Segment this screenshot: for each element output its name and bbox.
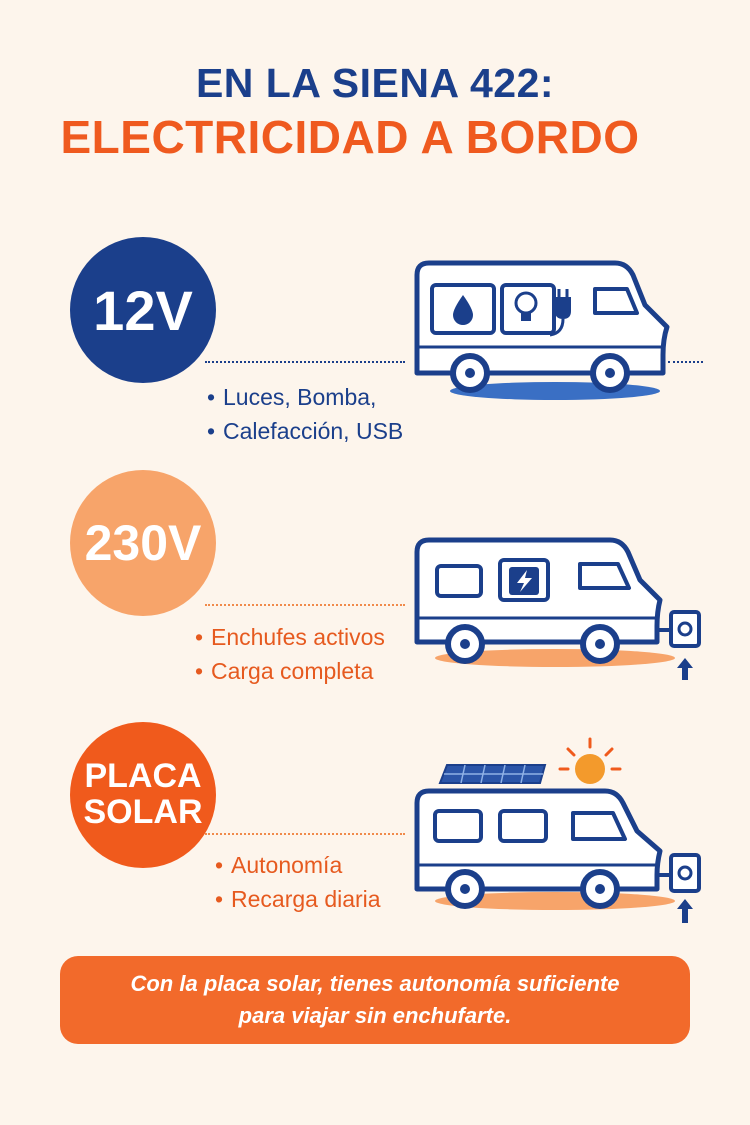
badge-12v: 12V bbox=[70, 237, 216, 383]
sun-icon bbox=[558, 737, 622, 784]
list-item: Recarga diaria bbox=[215, 882, 475, 916]
connector-line-12v bbox=[205, 361, 405, 363]
badge-230v: 230V bbox=[70, 470, 216, 616]
connector-line-solar bbox=[205, 833, 405, 835]
campervan-icon bbox=[414, 537, 701, 680]
list-item: Calefacción, USB bbox=[207, 414, 467, 448]
list-12v: Luces, Bomba, Calefacción, USB bbox=[207, 380, 467, 448]
connector-line-230v bbox=[205, 604, 405, 606]
list-item: Carga completa bbox=[195, 654, 455, 688]
solar-panel-icon bbox=[438, 764, 547, 784]
lightning-icon bbox=[509, 567, 539, 595]
footer-line-2: para viajar sin enchufarte. bbox=[238, 1003, 512, 1028]
list-item: Luces, Bomba, bbox=[207, 380, 467, 414]
arrow-up-icon bbox=[677, 899, 693, 923]
list-230v: Enchufes activos Carga completa bbox=[195, 620, 455, 688]
footer-banner: Con la placa solar, tienes autonomía suf… bbox=[60, 956, 690, 1044]
campervan-icon bbox=[414, 737, 701, 923]
campervan-icon bbox=[414, 260, 670, 400]
footer-line-1: Con la placa solar, tienes autonomía suf… bbox=[130, 971, 620, 996]
title-line-2: ELECTRICIDAD A BORDO bbox=[60, 111, 640, 163]
title-line-1: EN LA SIENA 422: bbox=[195, 60, 555, 106]
arrow-up-icon bbox=[677, 658, 693, 680]
list-item: Enchufes activos bbox=[195, 620, 455, 654]
power-outlet-icon bbox=[669, 610, 701, 648]
lightbulb-icon bbox=[514, 291, 538, 321]
power-outlet-icon bbox=[669, 853, 701, 893]
badge-line-2: SOLAR bbox=[83, 793, 203, 831]
badge-line-1: PLACA bbox=[84, 757, 202, 796]
plug-icon bbox=[549, 289, 571, 337]
badge-placa-solar: PLACA SOLAR bbox=[70, 722, 216, 868]
connector-line-12v-end bbox=[668, 361, 703, 363]
water-drop-icon bbox=[453, 295, 473, 325]
list-solar: Autonomía Recarga diaria bbox=[215, 848, 475, 916]
list-item: Autonomía bbox=[215, 848, 475, 882]
